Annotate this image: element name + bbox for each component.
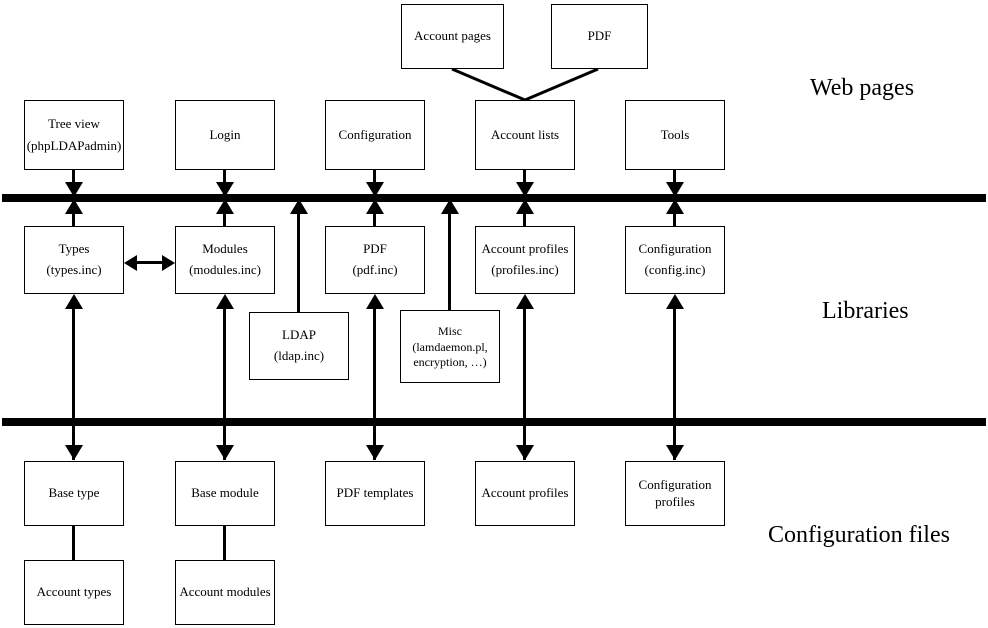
- arrowhead-modules-lib-from-below: [216, 294, 234, 309]
- node-login-label: Login: [209, 126, 241, 142]
- connector-types-modules: [128, 261, 172, 264]
- node-pdf-source: PDF: [551, 4, 648, 69]
- arrowhead-base-module-down: [216, 445, 234, 460]
- node-account-types-label: Account types: [36, 584, 112, 600]
- node-types-lib-label: Types: [58, 241, 90, 257]
- node-account-lists-label: Account lists: [490, 126, 560, 142]
- arrowhead-tools-down: [666, 182, 684, 197]
- node-base-type-label: Base type: [48, 485, 100, 501]
- node-login: Login: [175, 100, 275, 170]
- node-modules-lib-label: Modules: [202, 241, 248, 257]
- connector-base-module-to-modules: [223, 300, 226, 418]
- node-pdf-templates-label: PDF templates: [336, 485, 414, 501]
- layer-divider-web-libraries: [2, 194, 986, 202]
- connector-bar-to-account-profiles-file: [523, 426, 526, 460]
- connector-account-profiles-to-profiles-lib: [523, 300, 526, 418]
- node-configuration-profiles-file-label: Configuration profiles: [638, 477, 712, 509]
- layer-divider-libraries-config: [2, 418, 986, 426]
- arrowhead-configuration-page-down: [366, 182, 384, 197]
- connector-modules-to-bar: [223, 202, 226, 226]
- connector-misc-to-bar: [448, 202, 451, 312]
- node-config-lib-sublabel: (config.inc): [644, 262, 706, 278]
- arrowhead-config-lib-up: [666, 199, 684, 214]
- arrowhead-types-up: [65, 199, 83, 214]
- node-tools: Tools: [625, 100, 725, 170]
- arrowhead-profiles-lib-from-below: [516, 294, 534, 309]
- node-tools-label: Tools: [660, 126, 690, 142]
- arrowhead-misc-up: [441, 199, 459, 214]
- node-tree-view: Tree view (phpLDAPadmin): [24, 100, 124, 170]
- node-ldap-lib-label: LDAP: [282, 327, 316, 343]
- band-label-web-pages: Web pages: [810, 75, 915, 101]
- node-misc-lib-sublabel: (lamdaemon.pl, encryption, …): [412, 339, 488, 369]
- node-profiles-lib-sublabel: (profiles.inc): [491, 262, 559, 278]
- connector-base-type-to-types: [72, 300, 75, 418]
- arrowhead-pdf-lib-up: [366, 199, 384, 214]
- node-account-lists: Account lists: [475, 100, 575, 170]
- connector-types-to-bar: [72, 202, 75, 226]
- connector-bar-to-base-type: [72, 426, 75, 460]
- arrowhead-modules-up: [216, 199, 234, 214]
- node-profiles-lib-label: Account profiles: [481, 241, 569, 257]
- connector-bar-to-config-profiles-file: [673, 426, 676, 460]
- arrowhead-types-modules-left: [124, 255, 137, 271]
- band-label-configuration-files: Configuration files: [768, 522, 950, 548]
- connector-config-profiles-to-config-lib: [673, 300, 676, 418]
- node-account-modules-label: Account modules: [179, 584, 271, 600]
- node-account-modules: Account modules: [175, 560, 275, 625]
- node-types-lib-sublabel: (types.inc): [46, 262, 102, 278]
- node-account-pages: Account pages: [401, 4, 504, 69]
- node-tree-view-sublabel: (phpLDAPadmin): [26, 137, 122, 153]
- node-pdf-lib: PDF (pdf.inc): [325, 226, 425, 294]
- arrowhead-base-type-down: [65, 445, 83, 460]
- node-configuration-page-label: Configuration: [338, 126, 412, 142]
- node-modules-lib-sublabel: (modules.inc): [189, 262, 261, 278]
- connector-ldap-to-bar: [297, 202, 300, 312]
- arrowhead-pdf-lib-from-below: [366, 294, 384, 309]
- arrowhead-types-modules-right: [162, 255, 175, 271]
- node-ldap-lib: LDAP (ldap.inc): [249, 312, 349, 380]
- arrowhead-ldap-up: [290, 199, 308, 214]
- node-misc-lib: Misc (lamdaemon.pl, encryption, …): [400, 310, 500, 383]
- node-profiles-lib: Account profiles (profiles.inc): [475, 226, 575, 294]
- node-configuration-page: Configuration: [325, 100, 425, 170]
- arrowhead-account-profiles-file-down: [516, 445, 534, 460]
- node-config-lib-label: Configuration: [638, 241, 712, 257]
- arrowhead-pdf-templates-down: [366, 445, 384, 460]
- arrowhead-account-lists-down: [516, 182, 534, 197]
- node-misc-lib-label: Misc: [438, 323, 462, 338]
- connector-bar-to-pdf-templates: [373, 426, 376, 460]
- node-types-lib: Types (types.inc): [24, 226, 124, 294]
- arrowhead-profiles-lib-up: [516, 199, 534, 214]
- node-ldap-lib-sublabel: (ldap.inc): [273, 348, 325, 364]
- arrowhead-config-lib-from-below: [666, 294, 684, 309]
- connector-base-module-to-account-modules: [223, 526, 226, 560]
- node-pdf-lib-label: PDF: [363, 241, 387, 257]
- node-account-types: Account types: [24, 560, 124, 625]
- node-account-profiles-file-label: Account profiles: [481, 485, 569, 501]
- arrowhead-config-profiles-file-down: [666, 445, 684, 460]
- connector-config-lib-to-bar: [673, 202, 676, 226]
- connector-profiles-lib-to-bar: [523, 202, 526, 226]
- arrowhead-tree-view-down: [65, 182, 83, 197]
- node-modules-lib: Modules (modules.inc): [175, 226, 275, 294]
- node-pdf-source-label: PDF: [587, 28, 612, 44]
- band-label-libraries: Libraries: [822, 298, 909, 324]
- node-base-module: Base module: [175, 461, 275, 526]
- node-account-pages-label: Account pages: [414, 28, 491, 44]
- connector-pdf-lib-to-bar: [373, 202, 376, 226]
- node-pdf-lib-sublabel: (pdf.inc): [352, 262, 398, 278]
- connector-bar-to-base-module: [223, 426, 226, 460]
- arrowhead-login-down: [216, 182, 234, 197]
- node-config-lib: Configuration (config.inc): [625, 226, 725, 294]
- node-account-profiles-file: Account profiles: [475, 461, 575, 526]
- node-pdf-templates: PDF templates: [325, 461, 425, 526]
- connector-pdf-templates-to-pdf-lib: [373, 300, 376, 418]
- node-configuration-profiles-file: Configuration profiles: [625, 461, 725, 526]
- arrowhead-types-lib-from-below: [65, 294, 83, 309]
- node-base-module-label: Base module: [191, 485, 259, 501]
- connector-base-type-to-account-types: [72, 526, 75, 560]
- node-base-type: Base type: [24, 461, 124, 526]
- node-tree-view-label: Tree view: [48, 115, 100, 131]
